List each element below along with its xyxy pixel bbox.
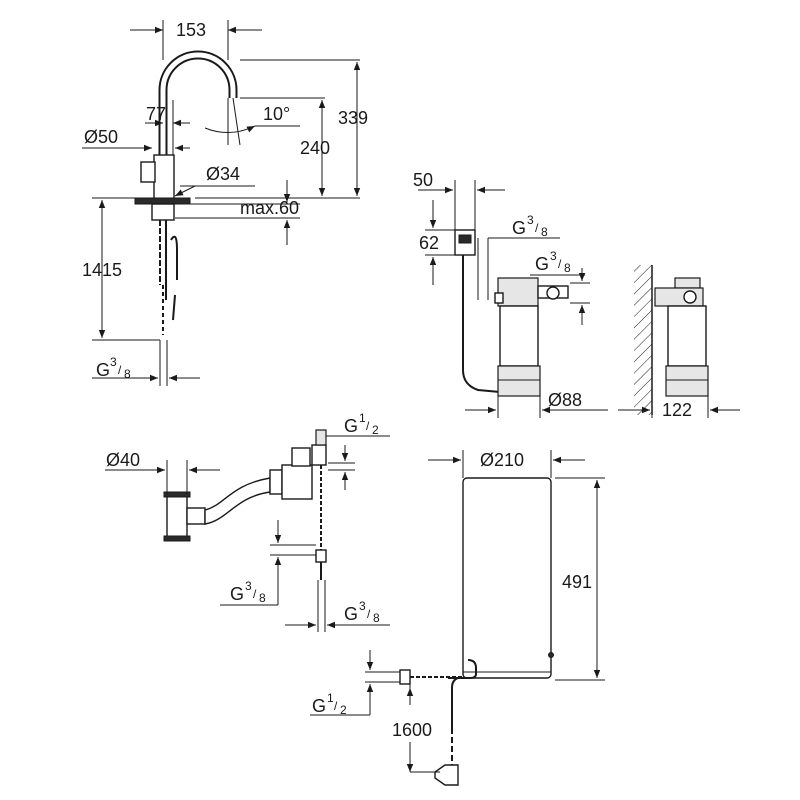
dim-filter-diameter: Ø88	[548, 390, 582, 410]
svg-text:3: 3	[550, 249, 557, 263]
dim-tap-spout-offset: 77	[146, 104, 166, 124]
svg-text:G: G	[96, 360, 110, 380]
tap-dimensions	[82, 20, 361, 386]
filter-dimensions	[418, 180, 608, 418]
dim-spout-height: 240	[300, 138, 330, 158]
filter-cartridge	[499, 305, 539, 367]
dim-boiler-diameter: Ø210	[480, 450, 524, 470]
svg-text:G: G	[535, 254, 549, 274]
svg-text:G: G	[344, 416, 358, 436]
svg-text:G: G	[230, 584, 244, 604]
svg-text:/: /	[535, 221, 539, 235]
dim-spout-angle: 10°	[263, 104, 290, 124]
svg-text:1: 1	[327, 691, 334, 705]
thread-valve-top-label: G 1 / 2	[344, 411, 379, 437]
dim-filter-side-depth: 122	[662, 400, 692, 420]
tap-deck	[134, 197, 191, 205]
dim-boiler-height: 491	[562, 572, 592, 592]
dim-tap-height: 339	[338, 108, 368, 128]
filter-top	[497, 277, 539, 307]
dim-hose-length-tap: 1415	[82, 260, 122, 280]
dim-filter-head-width: 50	[413, 170, 433, 190]
tee-fitting	[166, 493, 188, 540]
svg-text:G: G	[512, 218, 526, 238]
dim-tee-diameter: Ø40	[106, 450, 140, 470]
svg-text:3: 3	[245, 579, 252, 593]
boiler-plug	[434, 764, 459, 786]
tap-drawing	[134, 50, 238, 335]
dimension-labels: 153 77 10° 339 240 Ø50 Ø34 max.60 1415 G…	[82, 20, 692, 740]
boiler-body	[462, 477, 552, 679]
boiler-drawing	[399, 477, 554, 786]
svg-text:/: /	[253, 587, 257, 601]
svg-text:3: 3	[110, 355, 117, 369]
valve-drawing	[163, 429, 327, 580]
tap-lever	[140, 161, 156, 183]
boiler-dimensions	[310, 450, 605, 773]
svg-text:/: /	[367, 607, 371, 621]
svg-text:/: /	[118, 363, 122, 377]
dim-max-deck-thickness: max.60	[240, 198, 299, 218]
svg-text:8: 8	[564, 261, 571, 275]
thread-valve-left-label: G 3 / 8	[230, 579, 266, 605]
svg-text:1: 1	[359, 411, 366, 425]
filter-drawing	[454, 229, 569, 397]
dim-tap-reach: 153	[176, 20, 206, 40]
dim-filter-head-height: 62	[419, 233, 439, 253]
svg-text:3: 3	[359, 599, 366, 613]
dim-tap-base-diameter: Ø50	[84, 127, 118, 147]
filter-side-drawing	[618, 265, 740, 418]
dim-hole-diameter: Ø34	[206, 164, 240, 184]
thread-valve-bottom-label: G 3 / 8	[344, 599, 380, 625]
svg-text:/: /	[558, 257, 562, 271]
svg-text:3: 3	[527, 213, 534, 227]
svg-text:8: 8	[373, 611, 380, 625]
svg-text:/: /	[366, 419, 370, 433]
tap-body	[153, 154, 175, 201]
svg-text:2: 2	[340, 703, 347, 717]
svg-text:8: 8	[124, 367, 131, 381]
svg-text:G: G	[312, 696, 326, 716]
thread-filter-side-label: G 3 / 8	[535, 249, 571, 275]
svg-text:8: 8	[259, 591, 266, 605]
dim-cable-length: 1600	[392, 720, 432, 740]
svg-text:/: /	[334, 699, 338, 713]
svg-text:2: 2	[372, 423, 379, 437]
valve-dimensions	[105, 435, 390, 632]
svg-text:G: G	[344, 604, 358, 624]
valve-block	[281, 464, 313, 500]
thread-boiler-label: G 1 / 2	[312, 691, 347, 717]
thread-filter-top-label: G 3 / 8	[512, 213, 548, 239]
svg-text:8: 8	[541, 225, 548, 239]
thread-tap-label: G 3 / 8	[96, 355, 131, 381]
